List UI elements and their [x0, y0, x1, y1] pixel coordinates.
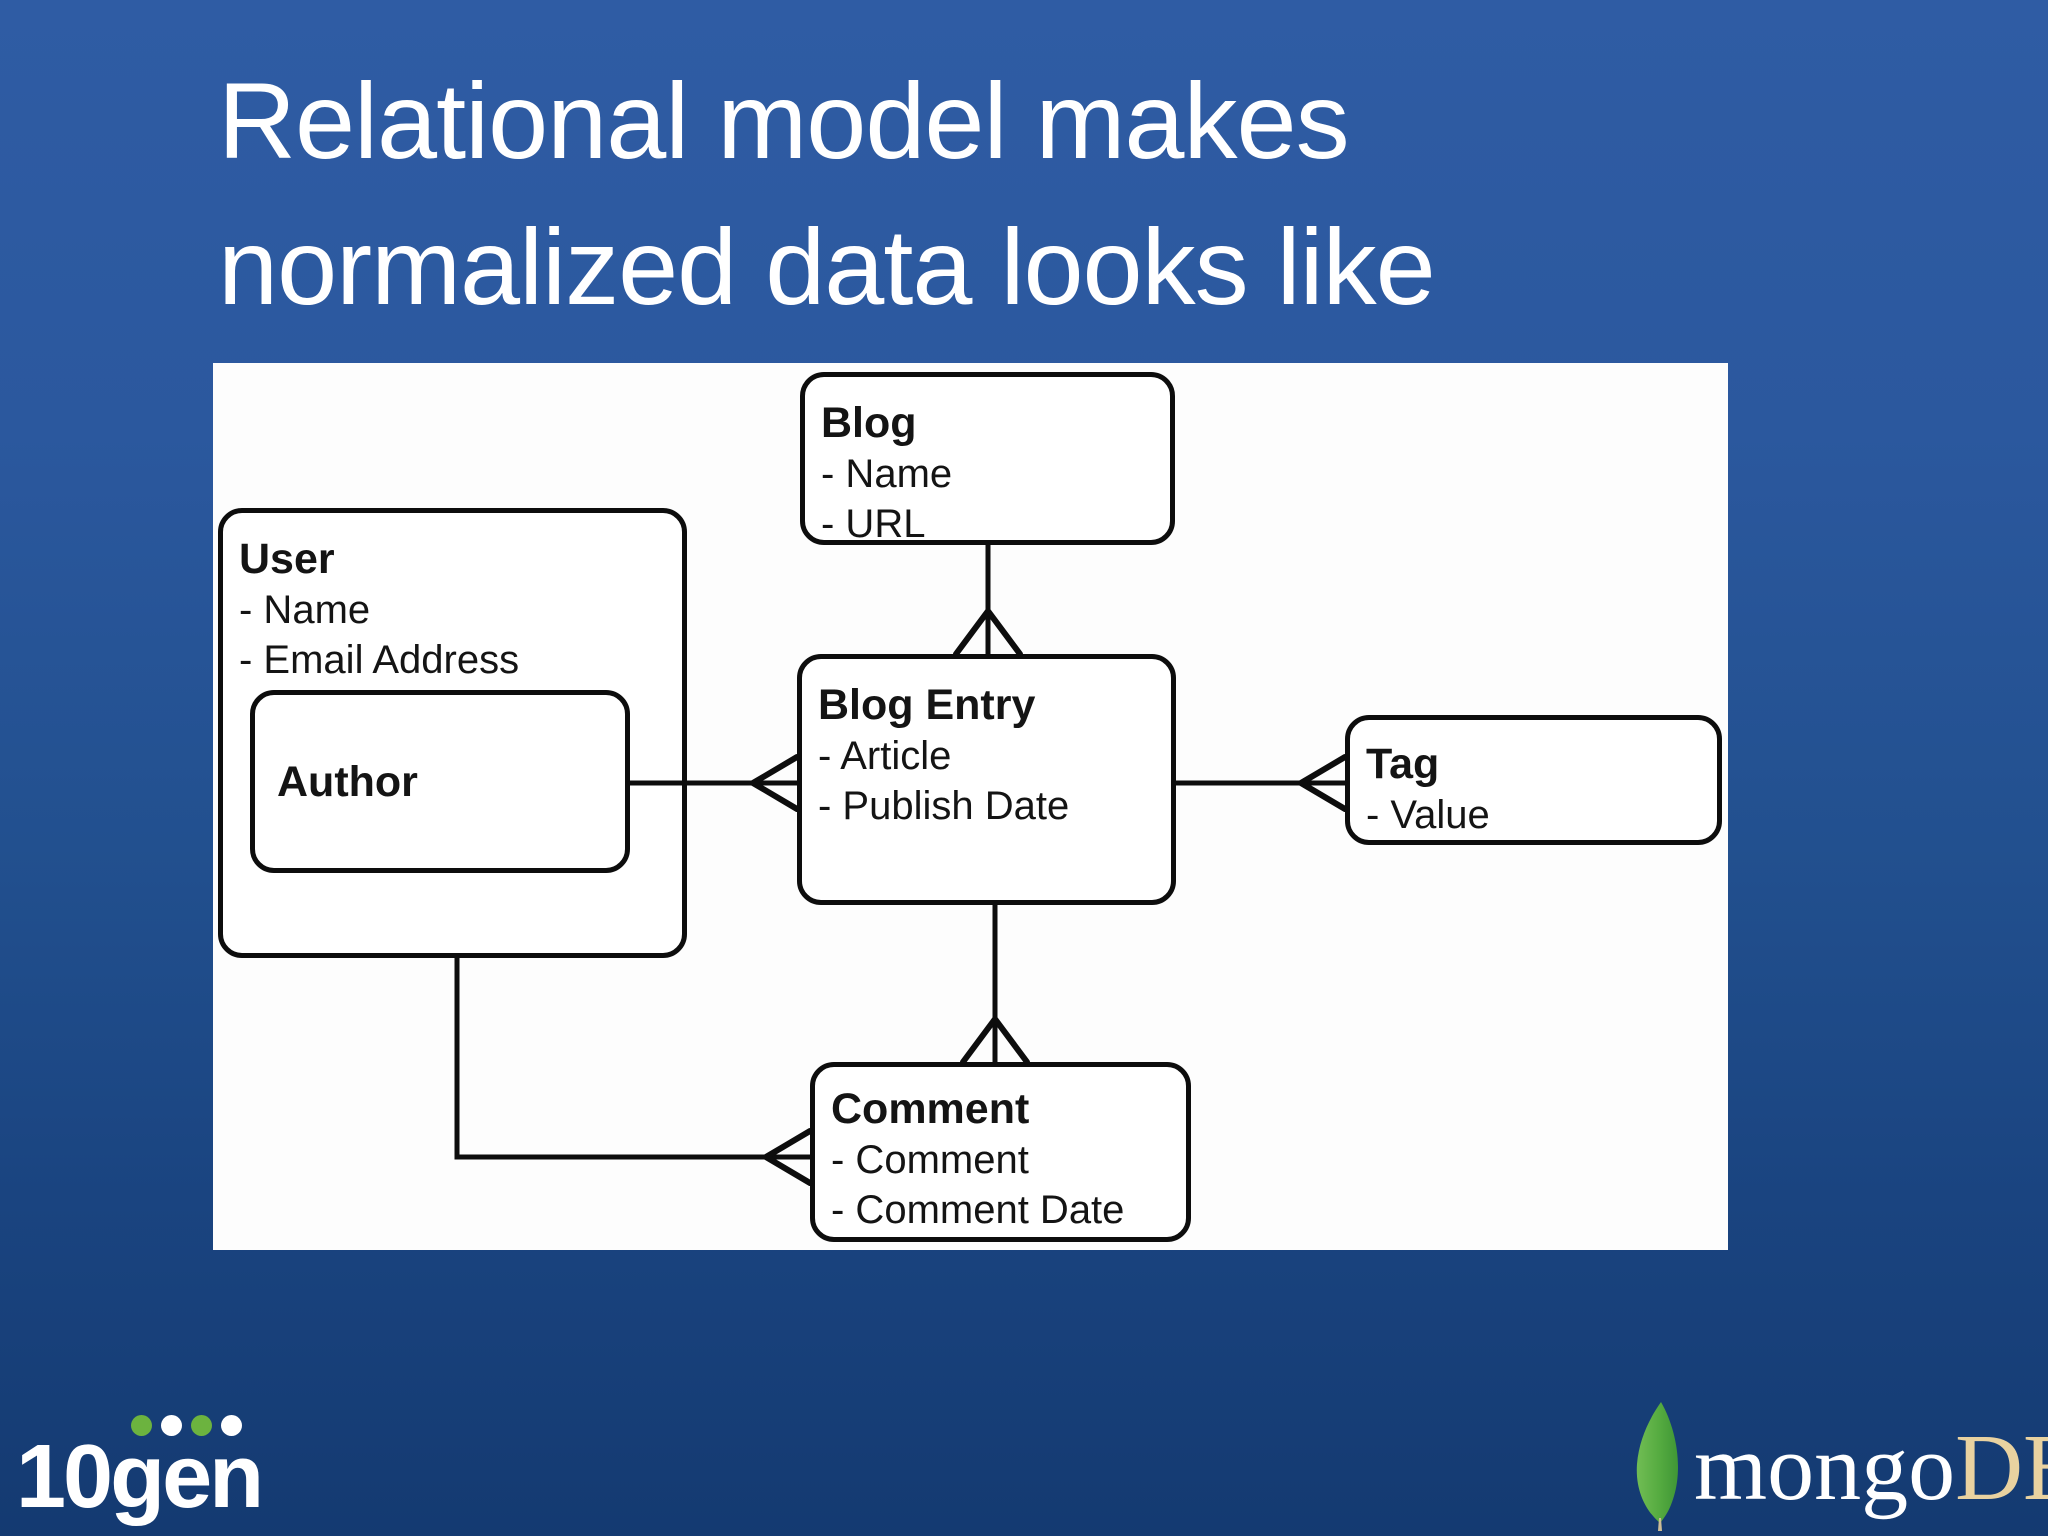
- entity-comment: Comment - Comment - Comment Date: [810, 1062, 1191, 1242]
- entity-blog-entry-title: Blog Entry: [818, 681, 1036, 729]
- entity-blog: Blog - Name - URL: [800, 372, 1175, 546]
- entity-author-title: Author: [277, 757, 418, 806]
- slide-title: Relational model makes normalized data l…: [218, 48, 1918, 340]
- 10gen-dot-white-1: [161, 1415, 182, 1436]
- 10gen-dot-white-2: [221, 1415, 242, 1436]
- entity-comment-title: Comment: [831, 1085, 1030, 1133]
- entity-user-attr-name: - Name: [239, 588, 371, 632]
- entity-blog-attr-url: - URL: [821, 502, 926, 546]
- entity-user-attr-email: - Email Address: [239, 638, 520, 682]
- entity-comment-attr-comment-date: - Comment Date: [831, 1188, 1125, 1232]
- mongodb-wordmark: mongoDB: [1694, 1418, 2048, 1518]
- slide-title-line2: normalized data looks like: [218, 206, 1436, 327]
- entity-tag: Tag - Value: [1345, 715, 1722, 845]
- entity-tag-title: Tag: [1366, 740, 1440, 788]
- logo-10gen: 10gen: [16, 1404, 336, 1529]
- mongodb-leaf-icon: [1636, 1402, 1678, 1531]
- entity-blog-attr-name: - Name: [821, 452, 953, 496]
- entity-comment-attr-comment: - Comment: [831, 1138, 1029, 1182]
- mongodb-wordmark-db: DB: [1955, 1416, 2048, 1520]
- entity-blog-entry: Blog Entry - Article - Publish Date: [797, 654, 1176, 905]
- entity-blog-title: Blog: [821, 399, 917, 447]
- slide-title-line1: Relational model makes: [218, 60, 1350, 181]
- 10gen-dot-green-2: [191, 1415, 212, 1436]
- entity-tag-attr-value: - Value: [1366, 793, 1490, 837]
- mongodb-wordmark-mongo: mongo: [1694, 1416, 1956, 1520]
- 10gen-dot-green-1: [131, 1415, 152, 1436]
- entity-author: Author: [250, 690, 630, 873]
- 10gen-wordmark: 10gen: [16, 1427, 264, 1527]
- entity-user-title: User: [239, 535, 335, 583]
- entity-blog-entry-attr-publish-date: - Publish Date: [818, 784, 1070, 828]
- logo-mongodb: mongoDB: [1628, 1392, 2048, 1532]
- entity-blog-entry-attr-article: - Article: [818, 734, 952, 778]
